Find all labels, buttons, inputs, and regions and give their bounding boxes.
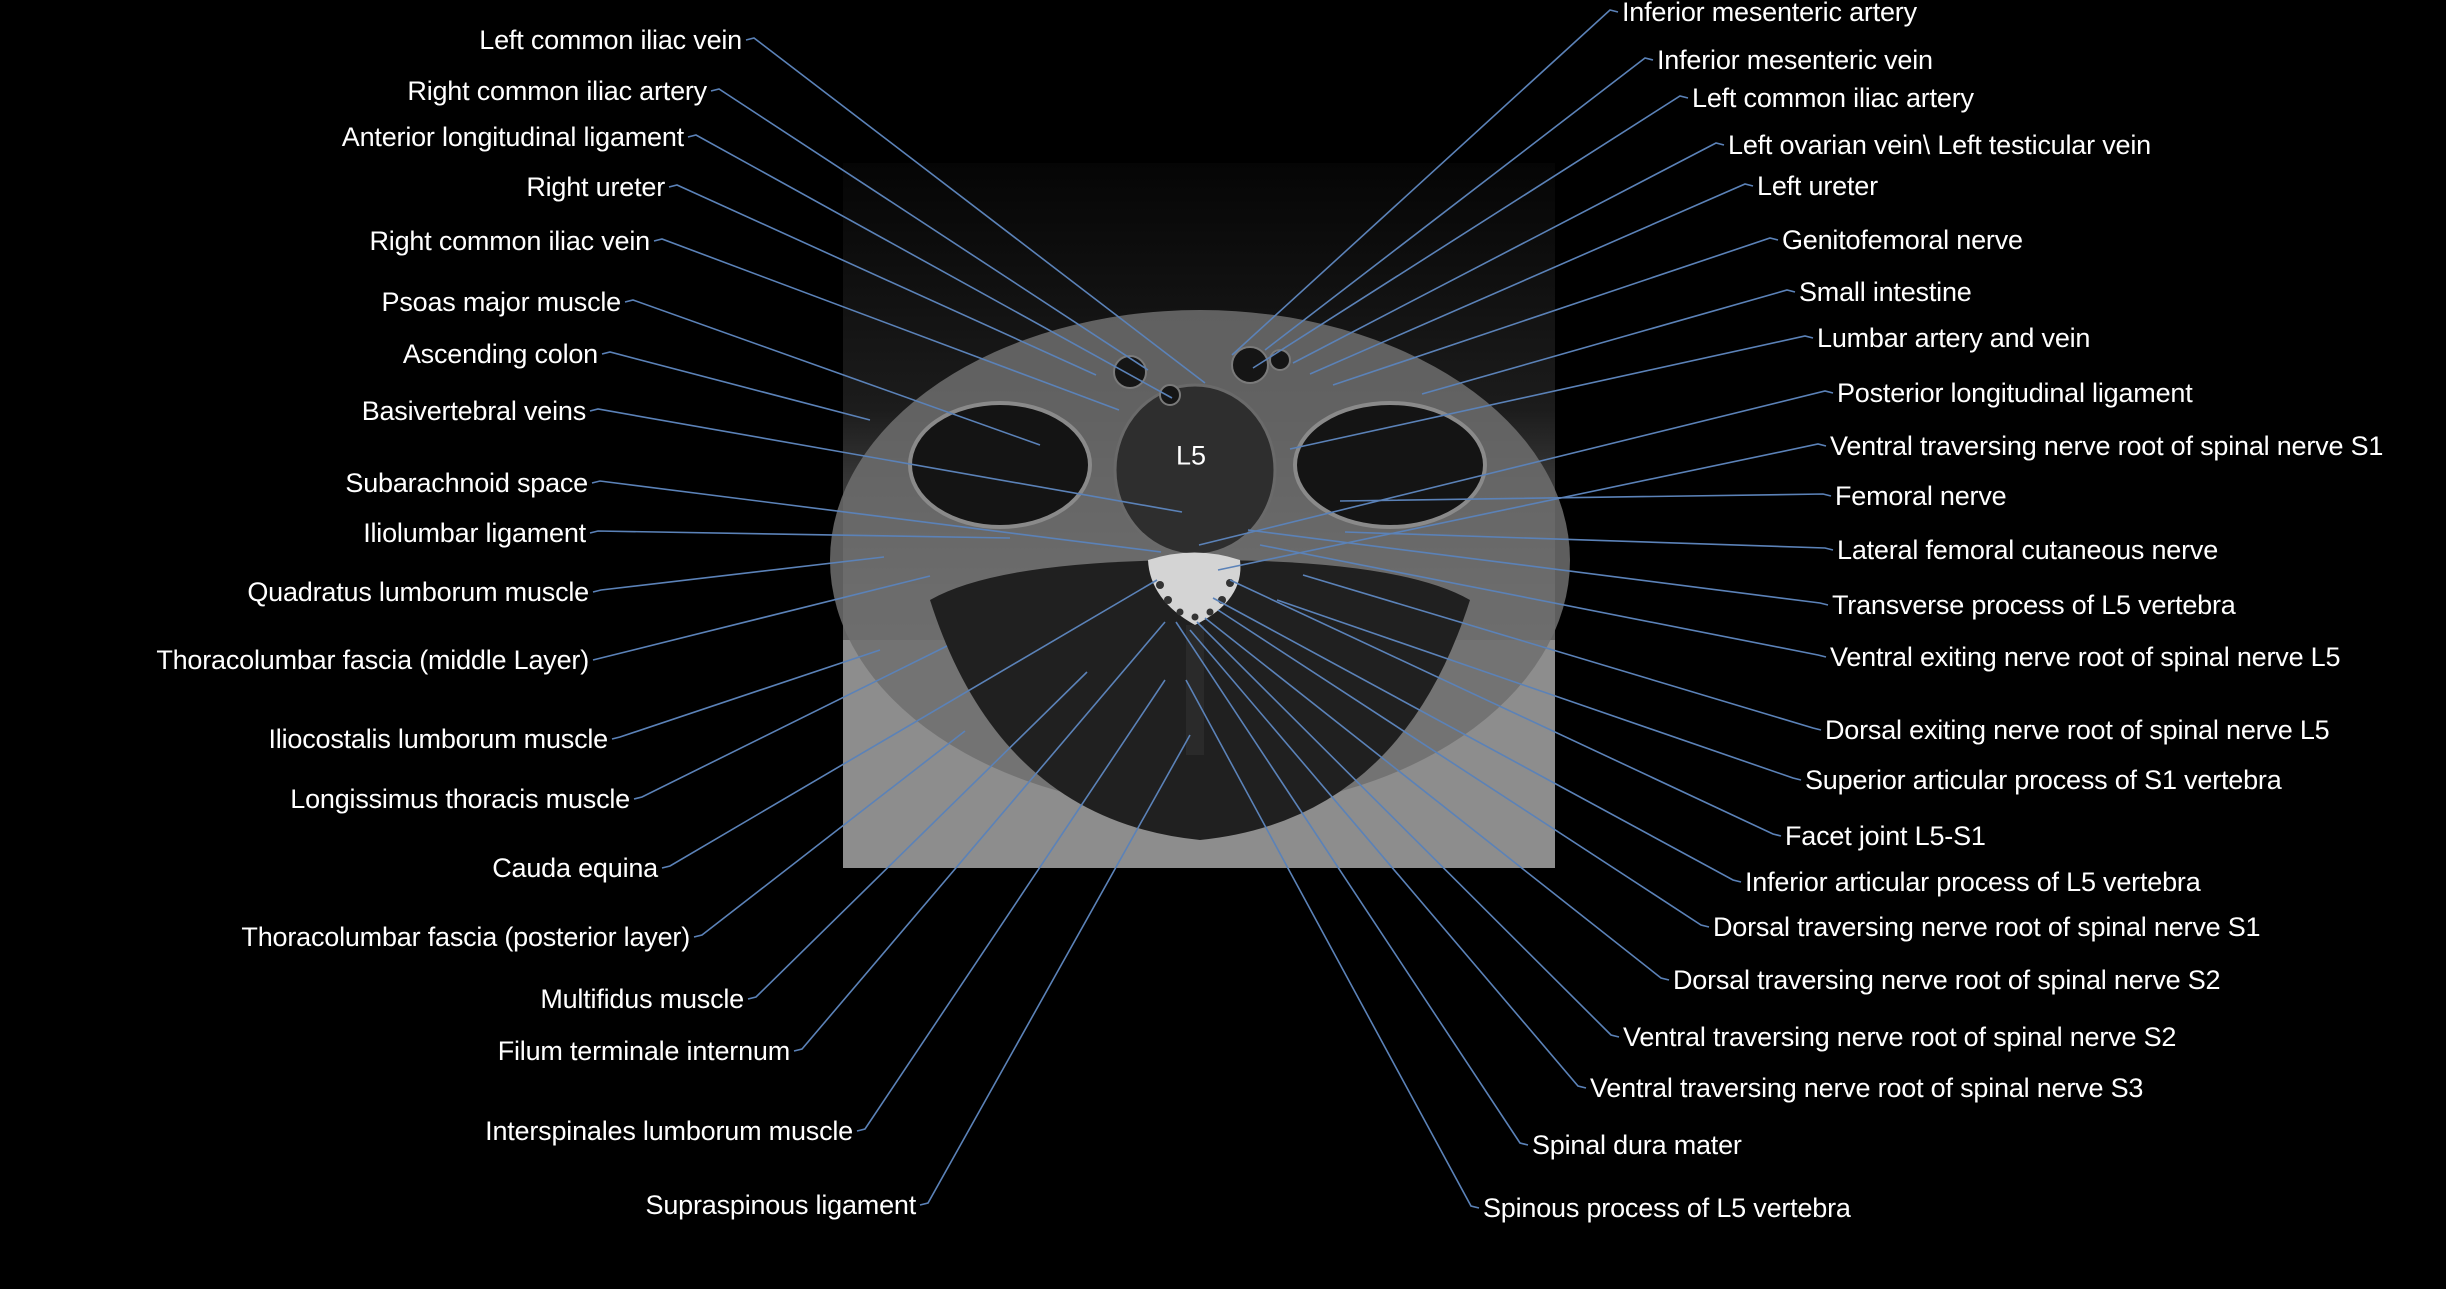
leader-line [668,184,1097,376]
label-basivertebral-veins: Basivertebral veins [361,396,587,426]
label-dorsal-traversing-nerve-root-of-spinal-nerve-s2: Dorsal traversing nerve root of spinal n… [1673,965,2221,995]
label-inferior-mesenteric-vein: Inferior mesenteric vein [1657,45,1933,75]
leader-line [1264,57,1654,351]
leader-line [1421,289,1796,395]
label-ventral-traversing-nerve-root-of-spinal-nerve-s2: Ventral traversing nerve root of spinal … [1623,1022,2177,1052]
leader-line [611,649,881,740]
leader-line [653,238,1120,411]
leader-line [1247,529,1829,606]
label-posterior-longitudinal-ligament: Posterior longitudinal ligament [1837,378,2193,408]
label-supraspinous-ligament: Supraspinous ligament [645,1190,917,1220]
leader-line [1229,579,1782,837]
label-multifidus-muscle: Multifidus muscle [540,984,744,1014]
leader-line [1276,599,1802,781]
leader-line [747,671,1088,1000]
leader-line [589,530,1011,539]
leader-line [793,621,1166,1052]
label-left-common-iliac-vein: Left common iliac vein [479,25,742,55]
label-right-common-iliac-artery: Right common iliac artery [407,76,707,106]
label-spinal-dura-mater: Spinal dura mater [1532,1130,1742,1160]
label-quadratus-lumborum-muscle: Quadratus lumborum muscle [247,577,589,607]
leader-line [1309,183,1754,375]
leader-line [1332,237,1779,386]
leader-line [1217,443,1827,571]
leader-line [661,579,1158,869]
leader-line [745,37,1206,384]
leader-line [710,88,1149,371]
leader-line [624,299,1041,446]
leader-line [1292,142,1725,364]
label-filum-terminale-internum: Filum terminale internum [497,1036,790,1066]
label-anterior-longitudinal-ligament: Anterior longitudinal ligament [341,122,684,152]
leader-line [592,556,885,593]
label-dorsal-traversing-nerve-root-of-spinal-nerve-s1: Dorsal traversing nerve root of spinal n… [1713,912,2261,942]
leader-line [1289,335,1814,450]
label-facet-joint-l5-s1: Facet joint L5-S1 [1785,821,1986,851]
label-iliocostalis-lumborum-muscle: Iliocostalis lumborum muscle [268,724,608,754]
leader-line [1344,531,1834,551]
label-small-intestine: Small intestine [1799,277,1972,307]
label-longissimus-thoracis-muscle: Longissimus thoracis muscle [290,784,630,814]
label-inferior-articular-process-of-l5-vertebra: Inferior articular process of L5 vertebr… [1745,867,2201,897]
label-psoas-major-muscle: Psoas major muscle [381,287,622,317]
label-left-ovarian-vein-left-testicular-vein: Left ovarian vein\ Left testicular vein [1728,130,2151,160]
label-spinous-process-of-l5-vertebra: Spinous process of L5 vertebra [1483,1193,1851,1223]
label-ventral-exiting-nerve-root-of-spinal-nerve-l5: Ventral exiting nerve root of spinal ner… [1830,642,2341,672]
leader-line [1231,9,1619,356]
leader-line [1189,629,1587,1089]
leader-line [1204,617,1670,981]
leader-line [1339,493,1832,502]
label-left-common-iliac-artery: Left common iliac artery [1692,83,1974,113]
label-lateral-femoral-cutaneous-nerve: Lateral femoral cutaneous nerve [1837,535,2219,565]
leader-line [589,408,1183,513]
label-subarachnoid-space: Subarachnoid space [345,468,588,498]
leader-line [1212,597,1742,883]
label-thoracolumbar-fascia-posterior-layer: Thoracolumbar fascia (posterior layer) [241,922,690,952]
label-iliolumbar-ligament: Iliolumbar ligament [363,518,586,548]
leader-line [591,480,1162,553]
label-thoracolumbar-fascia-middle-layer: Thoracolumbar fascia (middle Layer) [156,645,589,675]
leader-line [919,734,1191,1206]
leader-line [1217,609,1710,928]
label-ventral-traversing-nerve-root-of-spinal-nerve-s3: Ventral traversing nerve root of spinal … [1590,1073,2144,1103]
label-dorsal-exiting-nerve-root-of-spinal-nerve-l5: Dorsal exiting nerve root of spinal nerv… [1825,715,2330,745]
label-lumbar-artery-and-vein: Lumbar artery and vein [1817,323,2091,353]
leader-line [601,351,871,421]
leader-line [693,730,966,938]
leader-line [1259,544,1827,658]
leader-line [856,679,1166,1132]
label-right-ureter: Right ureter [526,172,665,202]
leader-line [687,134,1173,399]
label-transverse-process-of-l5-vertebra: Transverse process of L5 vertebra [1832,590,2236,620]
leader-line [1252,95,1689,369]
label-genitofemoral-nerve: Genitofemoral nerve [1782,225,2023,255]
leader-line [1198,390,1834,546]
label-ascending-colon: Ascending colon [402,339,598,369]
label-cauda-equina: Cauda equina [492,853,658,883]
label-right-common-iliac-vein: Right common iliac vein [369,226,650,256]
leader-line [1185,679,1480,1209]
leader-line [633,645,948,800]
leader-line [1175,621,1529,1146]
leader-line [1196,621,1620,1038]
label-ventral-traversing-nerve-root-of-spinal-nerve-s1: Ventral traversing nerve root of spinal … [1830,431,2384,461]
label-interspinales-lumborum-muscle: Interspinales lumborum muscle [485,1116,853,1146]
leader-line [1302,574,1822,731]
label-left-ureter: Left ureter [1757,171,1878,201]
label-inferior-mesenteric-artery: Inferior mesenteric artery [1622,0,1917,27]
label-femoral-nerve: Femoral nerve [1835,481,2007,511]
leader-line [592,575,931,661]
label-superior-articular-process-of-s1-vertebra: Superior articular process of S1 vertebr… [1805,765,2282,795]
vertebra-label: L5 [1175,440,1207,471]
